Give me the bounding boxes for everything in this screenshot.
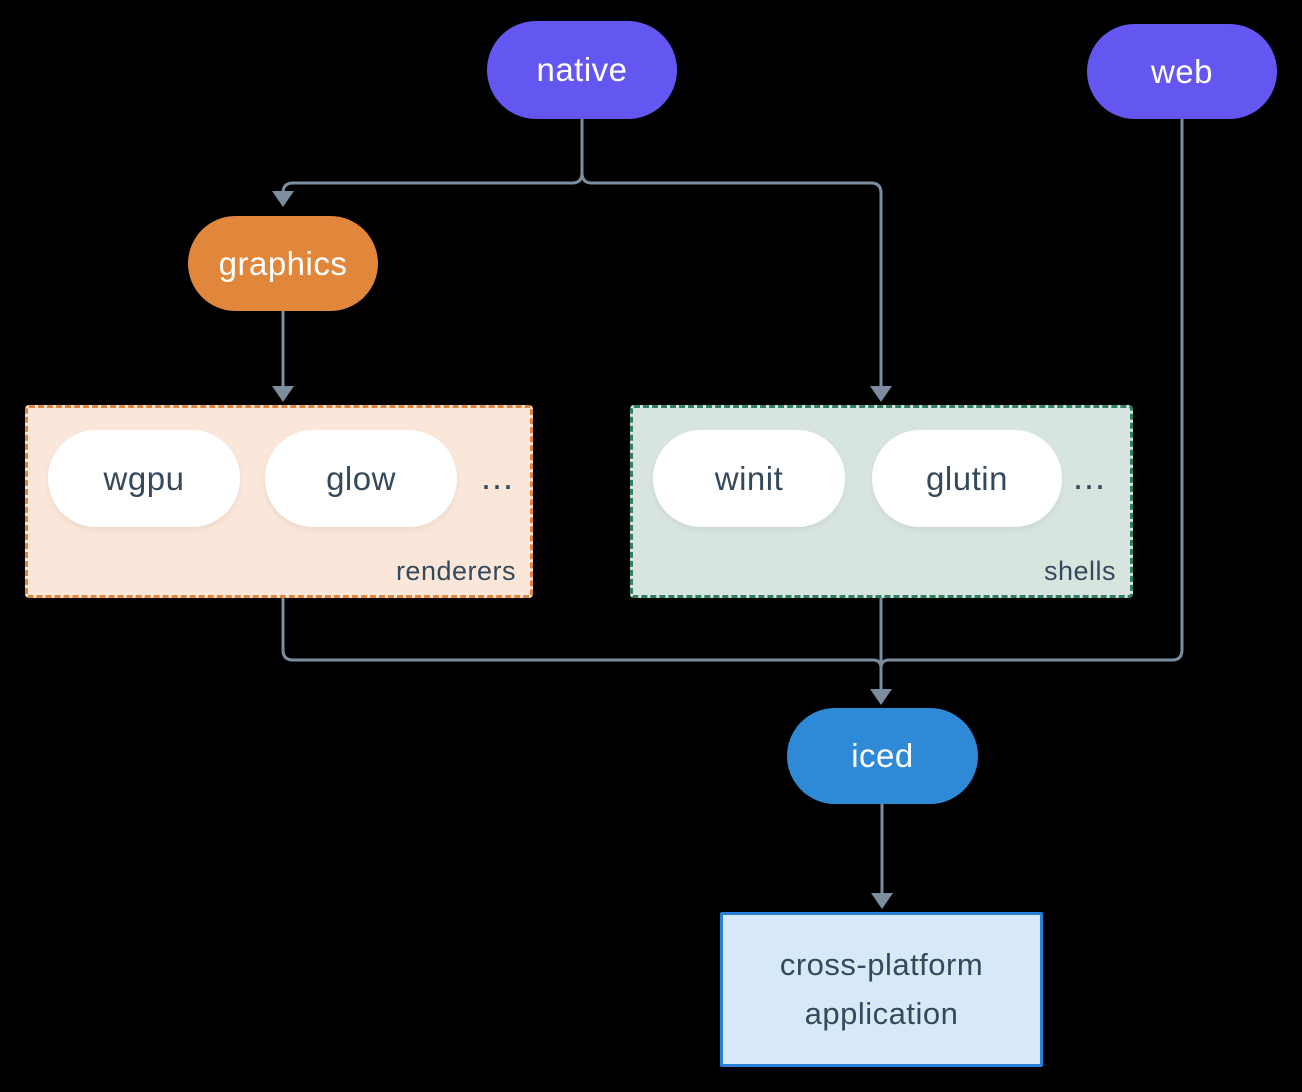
node-native-label: native bbox=[536, 51, 628, 88]
edge-native-to-shells bbox=[580, 119, 892, 402]
node-wgpu: wgpu bbox=[48, 430, 240, 527]
group-shells: winit glutin ... shells bbox=[630, 405, 1133, 598]
node-glutin: glutin bbox=[872, 430, 1062, 527]
renderers-ellipsis: ... bbox=[480, 456, 514, 497]
node-winit-label: winit bbox=[714, 459, 784, 497]
node-native: native bbox=[487, 21, 677, 119]
node-cross-platform-application: cross-platform application bbox=[720, 912, 1043, 1067]
node-glow: glow bbox=[265, 430, 457, 527]
shells-ellipsis: ... bbox=[1072, 456, 1106, 497]
node-web-label: web bbox=[1150, 52, 1214, 90]
renderers-group-label: renderers bbox=[395, 556, 516, 586]
node-web: web bbox=[1087, 24, 1277, 119]
node-iced: iced bbox=[787, 708, 978, 804]
node-graphics-label: graphics bbox=[218, 244, 348, 282]
node-graphics: graphics bbox=[188, 216, 378, 311]
node-wgpu-label: wgpu bbox=[103, 459, 185, 497]
node-iced-label: iced bbox=[851, 737, 914, 774]
node-glow-label: glow bbox=[326, 459, 396, 497]
node-application-label: cross-platform application bbox=[779, 947, 984, 1031]
edge-native-to-graphics bbox=[272, 119, 584, 207]
edge-renderers-to-merge bbox=[281, 598, 883, 669]
node-glutin-label: glutin bbox=[926, 459, 1008, 497]
group-renderers: wgpu glow ... renderers bbox=[25, 405, 533, 598]
node-winit: winit bbox=[653, 430, 845, 527]
shells-group-label: shells bbox=[1043, 556, 1116, 586]
